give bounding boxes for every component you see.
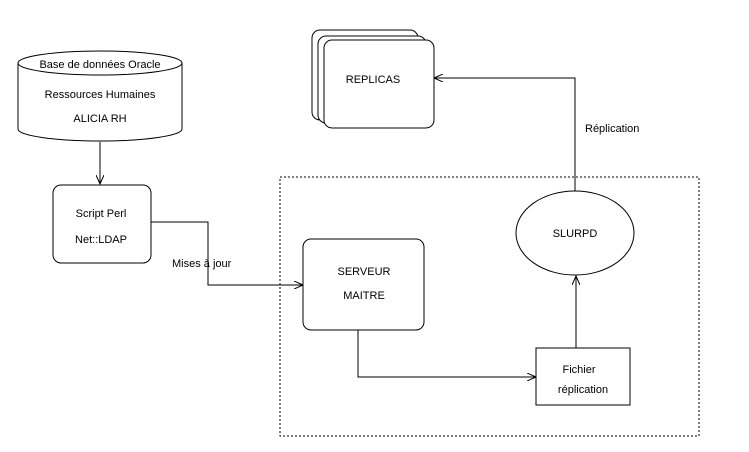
master-title: SERVEUR — [338, 266, 391, 278]
script-module: Net::LDAP — [75, 234, 127, 246]
database-name: ALICIA RH — [73, 113, 126, 125]
database-title: Base de données Oracle — [39, 59, 160, 71]
oracle-database: Base de données Oracle Ressources Humain… — [17, 50, 183, 142]
database-subtitle: Ressources Humaines — [45, 89, 156, 101]
master-server-box: SERVEUR MAITRE — [302, 238, 425, 331]
master-zone-boundary — [279, 176, 700, 437]
updates-label: Mises à jour — [172, 258, 232, 270]
slurpd-node: SLURPD — [515, 190, 635, 276]
master-subtitle: MAITRE — [343, 290, 385, 302]
replication-label: Réplication — [585, 123, 639, 135]
replication-arrow — [434, 78, 576, 191]
replicas-stack: REPLICAS — [311, 29, 435, 129]
script-title: Script Perl — [76, 208, 127, 220]
master-to-file-arrow — [357, 330, 536, 377]
replicas-label: REPLICAS — [346, 74, 400, 86]
file-subtitle: réplication — [558, 384, 608, 396]
updates-arrow — [151, 221, 303, 285]
replication-file-box: Fichier réplication — [535, 347, 631, 406]
script-perl-box: Script Perl Net::LDAP — [52, 184, 152, 264]
file-title: Fichier — [562, 364, 595, 376]
slurpd-label: SLURPD — [553, 228, 598, 240]
